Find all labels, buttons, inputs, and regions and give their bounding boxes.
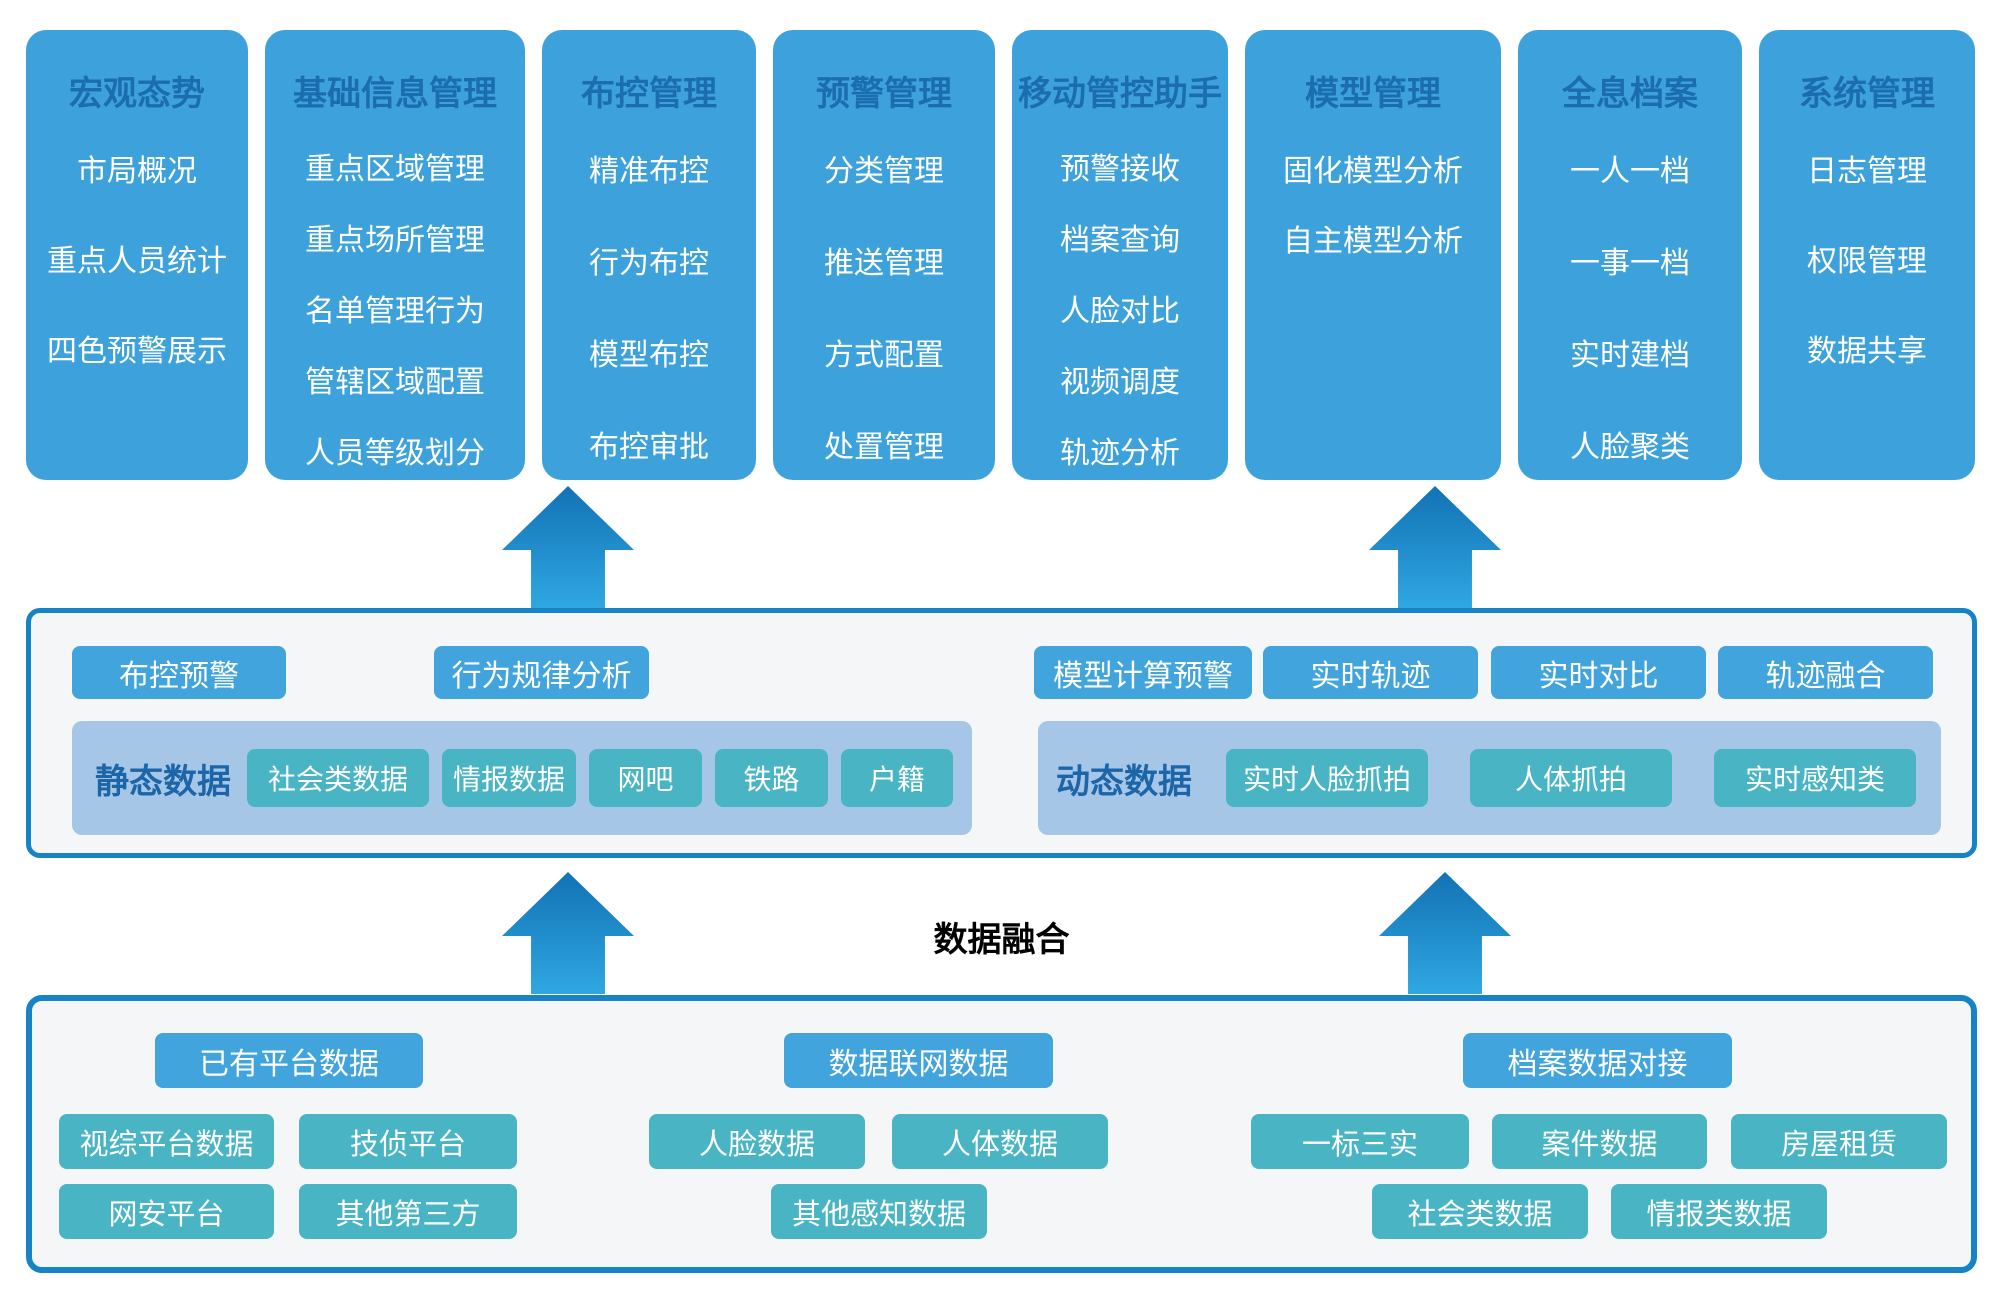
card-items: 分类管理 推送管理 方式配置 处置管理 [824,157,944,463]
card-item: 精准布控 [589,155,709,188]
module-card-system-management: 系统管理 日志管理 权限管理 数据共享 [1759,30,1975,480]
card-items: 日志管理 权限管理 数据共享 [1807,157,1927,367]
tag-social-category-data: 社会类数据 [1372,1184,1588,1239]
card-item: 分类管理 [824,155,944,188]
card-item: 档案查询 [1060,224,1180,257]
card-items: 市局概况 重点人员统计 四色预警展示 [47,157,227,367]
static-data-strip: 静态数据 社会类数据 情报数据 网吧 铁路 户籍 [72,721,972,835]
up-arrow-icon [502,872,634,994]
card-item: 视频调度 [1060,366,1180,399]
card-item: 人脸对比 [1060,295,1180,328]
card-item: 行为布控 [589,247,709,280]
tag-cyber-security-platform: 网安平台 [59,1184,274,1239]
tag-face-data: 人脸数据 [649,1114,865,1169]
data-fusion-label: 数据融合 [933,921,1070,959]
card-items: 重点区域管理 重点场所管理 名单管理行为 管辖区域配置 人员等级划分 [305,155,485,469]
card-item: 自主模型分析 [1283,225,1463,258]
tag-model-computed-alert: 模型计算预警 [1034,646,1252,699]
card-item: 固化模型分析 [1283,155,1463,188]
card-item: 管辖区域配置 [305,366,485,399]
tag-tech-recon-platform: 技侦平台 [299,1114,517,1169]
card-item: 方式配置 [824,339,944,372]
group-header-archive-data-integration: 档案数据对接 [1463,1033,1732,1088]
card-item: 实时建档 [1570,339,1690,372]
tag-body-capture: 人体抓拍 [1470,749,1672,807]
card-items: 预警接收 档案查询 人脸对比 视频调度 轨迹分析 [1060,155,1180,469]
up-arrow-icon [502,486,634,608]
card-item: 名单管理行为 [305,295,485,328]
card-item: 推送管理 [824,247,944,280]
card-item: 轨迹分析 [1060,437,1180,470]
module-card-macro-situation: 宏观态势 市局概况 重点人员统计 四色预警展示 [26,30,248,480]
module-card-holographic-archive: 全息档案 一人一档 一事一档 实时建档 人脸聚类 [1518,30,1742,480]
tag-video-platform-data: 视综平台数据 [59,1114,274,1169]
tag-other-sensing-data: 其他感知数据 [771,1184,987,1239]
tag-house-rental: 房屋租赁 [1731,1114,1947,1169]
card-item: 重点场所管理 [305,224,485,257]
card-item: 预警接收 [1060,153,1180,186]
module-card-basic-info-management: 基础信息管理 重点区域管理 重点场所管理 名单管理行为 管辖区域配置 人员等级划… [265,30,525,480]
tag-household-registry: 户籍 [841,749,953,807]
tag-case-data: 案件数据 [1492,1114,1707,1169]
tag-intel-data: 情报数据 [442,749,576,807]
card-item: 重点区域管理 [305,153,485,186]
card-item: 布控审批 [589,431,709,464]
analysis-layer-box: 布控预警 行为规律分析 模型计算预警 实时轨迹 实时对比 轨迹融合 静态数据 社… [26,608,1977,858]
card-item: 人员等级划分 [305,437,485,470]
card-title: 模型管理 [1305,75,1441,113]
data-source-layer-box: 已有平台数据 视综平台数据 技侦平台 网安平台 其他第三方 数据联网数据 人脸数… [26,995,1977,1273]
card-item: 处置管理 [824,431,944,464]
card-item: 一事一档 [1570,247,1690,280]
card-item: 市局概况 [77,155,197,188]
tag-railway: 铁路 [715,749,828,807]
dynamic-data-strip: 动态数据 实时人脸抓拍 人体抓拍 实时感知类 [1038,721,1941,835]
dynamic-data-label: 动态数据 [1056,762,1192,801]
card-item: 重点人员统计 [47,245,227,278]
tag-trajectory-fusion: 轨迹融合 [1718,646,1933,699]
card-item: 模型布控 [589,339,709,372]
card-title: 移动管控助手 [1018,75,1222,113]
up-arrow-icon [1379,872,1511,994]
card-title: 宏观态势 [69,75,205,113]
tag-other-third-party: 其他第三方 [299,1184,517,1239]
module-card-model-management: 模型管理 固化模型分析 自主模型分析 [1245,30,1501,480]
tag-realtime-face-capture: 实时人脸抓拍 [1226,749,1428,807]
group-header-existing-platform-data: 已有平台数据 [155,1033,423,1088]
card-items: 一人一档 一事一档 实时建档 人脸聚类 [1570,157,1690,463]
module-card-alert-management: 预警管理 分类管理 推送管理 方式配置 处置管理 [773,30,995,480]
card-title: 预警管理 [816,75,952,113]
card-item: 权限管理 [1807,245,1927,278]
card-item: 人脸聚类 [1570,431,1690,464]
card-item: 一人一档 [1570,155,1690,188]
card-items: 精准布控 行为布控 模型布控 布控审批 [589,157,709,463]
card-title: 系统管理 [1799,75,1935,113]
tag-one-standard-three-reals: 一标三实 [1251,1114,1469,1169]
card-title: 基础信息管理 [293,75,497,113]
static-data-label: 静态数据 [95,762,231,801]
up-arrow-icon [1369,486,1501,608]
module-cards-row: 宏观态势 市局概况 重点人员统计 四色预警展示 基础信息管理 重点区域管理 重点… [26,30,1977,480]
tag-behavior-pattern-analysis: 行为规律分析 [434,646,649,699]
tag-body-data: 人体数据 [892,1114,1108,1169]
card-items: 固化模型分析 自主模型分析 [1283,157,1463,257]
tag-internet-cafe: 网吧 [589,749,702,807]
module-card-mobile-assistant: 移动管控助手 预警接收 档案查询 人脸对比 视频调度 轨迹分析 [1012,30,1228,480]
group-header-networked-data: 数据联网数据 [784,1033,1053,1088]
card-item: 数据共享 [1807,335,1927,368]
module-card-surveillance-management: 布控管理 精准布控 行为布控 模型布控 布控审批 [542,30,756,480]
card-item: 日志管理 [1807,155,1927,188]
tag-social-data: 社会类数据 [247,749,429,807]
tag-surveillance-alert: 布控预警 [72,646,286,699]
tag-realtime-trajectory: 实时轨迹 [1263,646,1478,699]
card-item: 四色预警展示 [47,335,227,368]
card-title: 全息档案 [1562,75,1698,113]
tag-realtime-sensing: 实时感知类 [1714,749,1916,807]
card-title: 布控管理 [581,75,717,113]
tag-realtime-comparison: 实时对比 [1491,646,1706,699]
tag-intel-category-data: 情报类数据 [1611,1184,1827,1239]
